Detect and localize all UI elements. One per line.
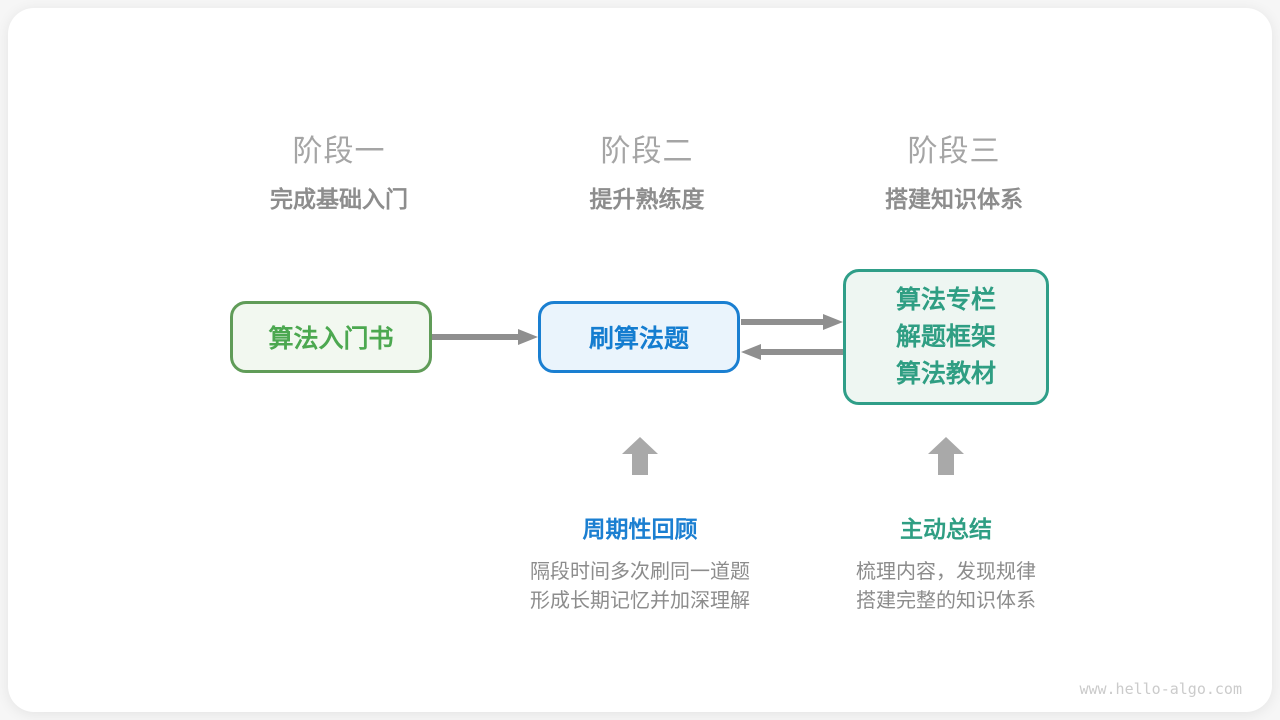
watermark: www.hello-algo.com bbox=[1079, 680, 1242, 698]
annotation-desc-line: 梳理内容，发现规律 bbox=[856, 561, 1036, 583]
diagram-canvas: 阶段一 完成基础入门 阶段二 提升熟练度 阶段三 搭建知识体系 算法入门书 刷算… bbox=[8, 8, 1272, 712]
annotation-desc-line: 隔段时间多次刷同一道题 bbox=[530, 561, 750, 583]
stage-1-subtitle: 完成基础入门 bbox=[270, 186, 408, 212]
node-intro-book: 算法入门书 bbox=[230, 301, 432, 373]
arrow-up-icon bbox=[928, 437, 964, 475]
node-advanced-resources-labels: 算法专栏 解题框架 算法教材 bbox=[896, 282, 996, 393]
stage-2-label: 阶段二 bbox=[600, 135, 694, 168]
annotation-active-summary-title: 主动总结 bbox=[900, 516, 992, 542]
stage-1-label: 阶段一 bbox=[292, 135, 386, 168]
annotation-periodic-review-desc: 隔段时间多次刷同一道题 形成长期记忆并加深理解 bbox=[478, 558, 802, 616]
stage-3-subtitle: 搭建知识体系 bbox=[885, 186, 1023, 212]
arrow-right-icon bbox=[432, 329, 538, 345]
arrow-right-icon bbox=[741, 314, 843, 330]
node-practice-problems: 刷算法题 bbox=[538, 301, 740, 373]
node-practice-problems-label: 刷算法题 bbox=[588, 325, 689, 353]
annotation-desc-line: 搭建完整的知识体系 bbox=[856, 590, 1036, 612]
node-line-textbook: 算法教材 bbox=[895, 359, 996, 388]
arrow-up-icon bbox=[622, 437, 658, 475]
stage-2-subtitle: 提升熟练度 bbox=[589, 186, 705, 212]
node-line-column: 算法专栏 bbox=[895, 285, 996, 314]
annotation-periodic-review-title: 周期性回顾 bbox=[582, 516, 698, 542]
annotation-active-summary-desc: 梳理内容，发现规律 搭建完整的知识体系 bbox=[784, 558, 1108, 616]
arrow-left-icon bbox=[741, 344, 843, 360]
stage-3-label: 阶段三 bbox=[907, 135, 1001, 168]
node-intro-book-label: 算法入门书 bbox=[268, 325, 394, 353]
annotation-desc-line: 形成长期记忆并加深理解 bbox=[530, 590, 750, 612]
node-line-framework: 解题框架 bbox=[895, 322, 996, 351]
node-advanced-resources: 算法专栏 解题框架 算法教材 bbox=[843, 269, 1049, 405]
